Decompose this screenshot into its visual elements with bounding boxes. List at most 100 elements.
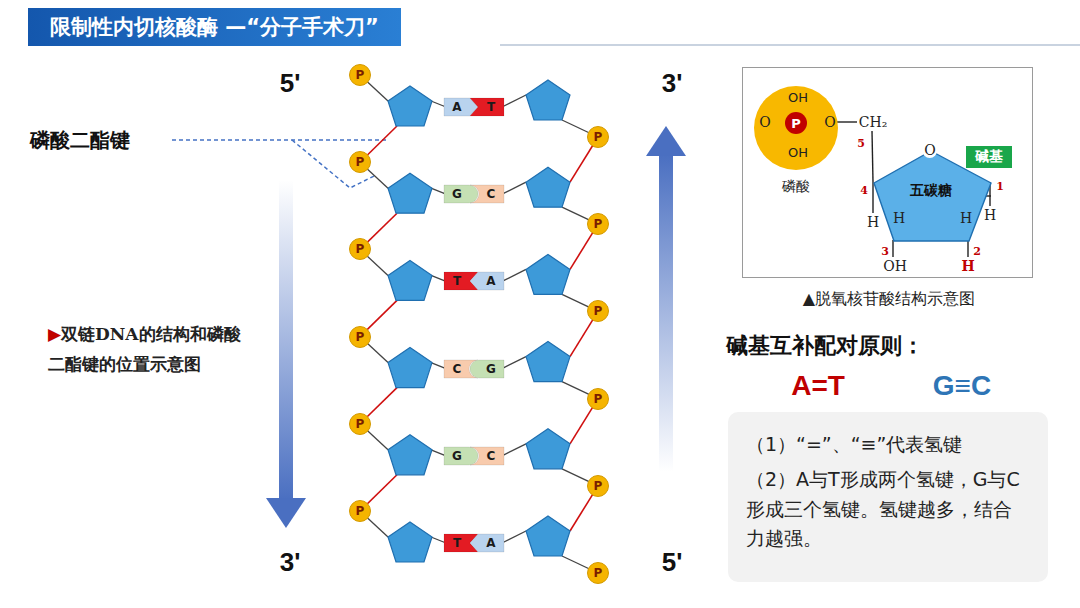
node-text: G [486, 362, 496, 376]
phosphate-circle: P [587, 126, 609, 148]
leader-line [172, 139, 386, 141]
node-text: A [486, 274, 495, 288]
direction-arrow [279, 180, 293, 500]
backbone-bond [502, 357, 526, 369]
backbone-bond [502, 531, 526, 543]
phosphate-circle: P [349, 64, 371, 86]
base-outline [470, 534, 504, 552]
label: 4 [860, 184, 868, 197]
node-text: P [594, 479, 603, 493]
node-text: A [486, 536, 495, 550]
label: 3 [881, 245, 889, 258]
phosphate-circle: P [587, 475, 609, 497]
base-outline [470, 360, 504, 378]
label: 5' [662, 547, 683, 578]
dna-backbone [360, 75, 598, 573]
phosphate-circle: P [587, 213, 609, 235]
sugar-pentagon [388, 435, 432, 475]
node-text: P [594, 304, 603, 318]
phosphate-circle: P [587, 300, 609, 322]
sugar-pentagon [526, 254, 570, 294]
base-shape: A [470, 272, 504, 290]
node-text: ▲脱氧核苷酸结构示意图 [803, 289, 975, 310]
phosphate-circle: P [349, 500, 371, 522]
base-shape: G [470, 360, 504, 378]
node-text: P [356, 417, 365, 431]
node-text: P [791, 116, 801, 131]
arrow-head [646, 126, 686, 156]
node-text: 磷酸 [782, 178, 810, 196]
node-text: 五碳糖 [910, 182, 952, 200]
sugar-pentagon [526, 516, 570, 556]
base-shape: G [444, 447, 478, 465]
node-text: P [594, 130, 603, 144]
base-shape: G [444, 185, 478, 203]
label: O [824, 114, 835, 130]
base-shape: C [470, 447, 504, 465]
node-text: T [453, 274, 461, 288]
phosphate-circle: P [587, 388, 609, 410]
base-outline [470, 98, 504, 116]
sugar-pentagon [526, 429, 570, 469]
label: H [960, 210, 972, 226]
node-text: A [452, 100, 461, 114]
node-text: P [356, 504, 365, 518]
backbone-bond [502, 182, 526, 194]
label: 3' [280, 547, 301, 578]
node-text: P [356, 155, 365, 169]
phosphate-circle: P [349, 413, 371, 435]
leader-line [292, 140, 376, 188]
base-shape: T [470, 98, 504, 116]
base-outline [470, 272, 504, 290]
base-shape: A [470, 534, 504, 552]
header-rule [500, 44, 1080, 46]
label: G≡C [933, 370, 991, 402]
backbone-bond [502, 444, 526, 456]
base-shape: C [470, 185, 504, 203]
node-text: P [356, 330, 365, 344]
sugar-pentagon [526, 342, 570, 382]
label: O [759, 114, 770, 130]
sugar-pentagon [388, 348, 432, 388]
phosphate-circle: P [349, 326, 371, 348]
sugar-pentagon [388, 86, 432, 126]
node-text: P [594, 566, 603, 580]
sugar-pentagon [388, 522, 432, 562]
node-text: P [356, 68, 365, 82]
node-text: OH [788, 145, 808, 160]
label: A=T [791, 370, 845, 402]
node-text: P [594, 392, 603, 406]
base-outline [444, 185, 478, 203]
label: H [867, 214, 879, 230]
title-bar: 限制性内切核酸酶 —“分子手术刀” [28, 8, 401, 46]
label: OH [883, 258, 907, 274]
node-text: 碱基 [975, 148, 1003, 164]
node-text: 限制性内切核酸酶 —“分子手术刀” [50, 15, 379, 39]
node-text: P [356, 242, 365, 256]
sugar-pentagon [388, 260, 432, 300]
label: H [984, 207, 996, 223]
backbone-bond [502, 269, 526, 281]
base-box: 碱基 [966, 146, 1012, 168]
node-text: OH [788, 90, 808, 105]
label: CH₂ [859, 114, 888, 130]
phosphorus-atom: P [785, 112, 807, 134]
label: 5' [280, 68, 301, 99]
node-text: T [487, 100, 495, 114]
node-text: （1）“=”、“≡”代表氢键 [746, 430, 1030, 459]
label: 碱基互补配对原则： [726, 331, 924, 361]
label: ▶双链DNA的结构和磷酸二酯键的位置示意图 [48, 320, 243, 380]
label: 3' [662, 68, 683, 99]
node-text: C [487, 449, 496, 463]
base-outline [444, 447, 478, 465]
direction-arrow [659, 154, 673, 472]
arrow-head [266, 498, 306, 528]
node-text: C [453, 362, 462, 376]
label: H [961, 258, 974, 274]
base-outline [470, 447, 504, 465]
base-outline [470, 185, 504, 203]
phosphate-circle: P [587, 562, 609, 584]
figure-ground [742, 67, 1033, 278]
chemical-bonds [772, 105, 990, 257]
